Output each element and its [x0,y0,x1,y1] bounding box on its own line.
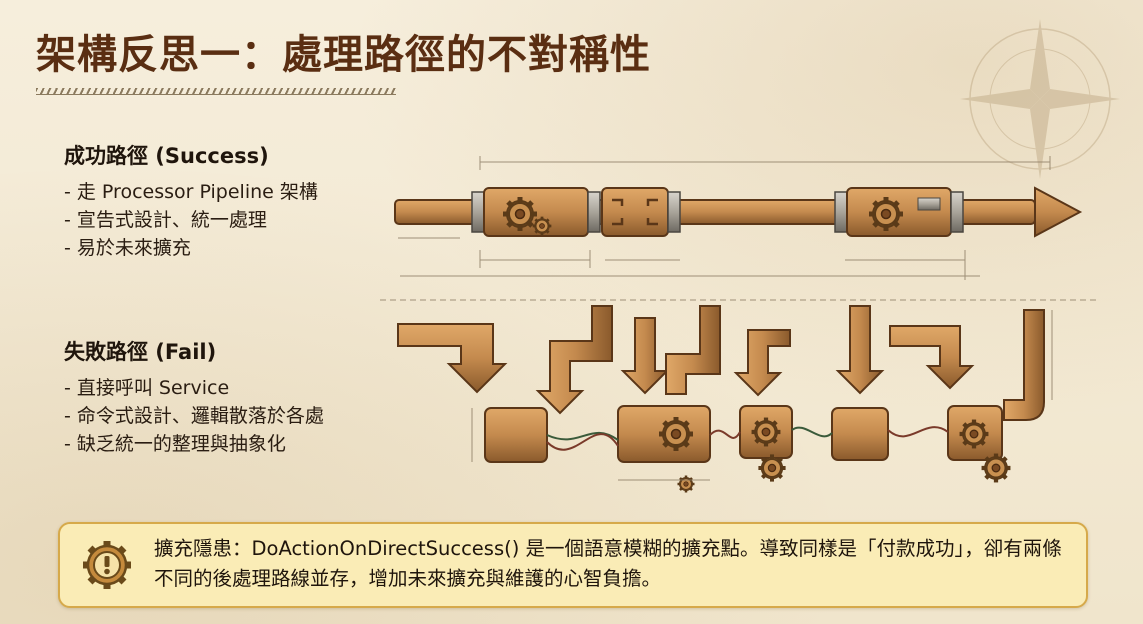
list-item: - 命令式設計、邏輯散落於各處 [64,405,324,427]
list-item: - 宣告式設計、統一處理 [64,209,267,231]
fail-pipelines [397,305,1045,463]
list-item: - 缺乏統一的整理與抽象化 [64,433,286,455]
success-dimension-lines [380,156,1100,301]
page-title: 架構反思一：處理路徑的不對稱性 [36,32,651,78]
success-path-list: - 走 Processor Pipeline 架構 - 宣告式設計、統一處理 -… [64,178,318,262]
success-pipeline [394,186,1083,238]
fail-path-list: - 直接呼叫 Service - 命令式設計、邏輯散落於各處 - 缺乏統一的整理… [64,374,324,458]
warning-callout: 擴充隱患：DoActionOnDirectSuccess() 是一個語意模糊的擴… [58,522,1088,608]
title-divider [36,88,396,95]
fail-path-section: 失敗路徑 (Fail) - 直接呼叫 Service - 命令式設計、邏輯散落於… [64,336,324,458]
fail-path-heading: 失敗路徑 (Fail) [64,340,217,364]
compass-rose-icon [960,19,1120,179]
gear-warning-icon [83,541,131,589]
list-item: - 走 Processor Pipeline 架構 [64,181,318,203]
tangled-wires [546,426,949,451]
success-path-heading: 成功路徑 (Success) [64,144,269,168]
pipeline-diagram [380,156,1100,494]
list-item: - 直接呼叫 Service [64,377,230,399]
list-item: - 易於未來擴充 [64,237,191,259]
success-path-section: 成功路徑 (Success) - 走 Processor Pipeline 架構… [64,140,318,262]
warning-text: 擴充隱患：DoActionOnDirectSuccess() 是一個語意模糊的擴… [154,537,1062,590]
